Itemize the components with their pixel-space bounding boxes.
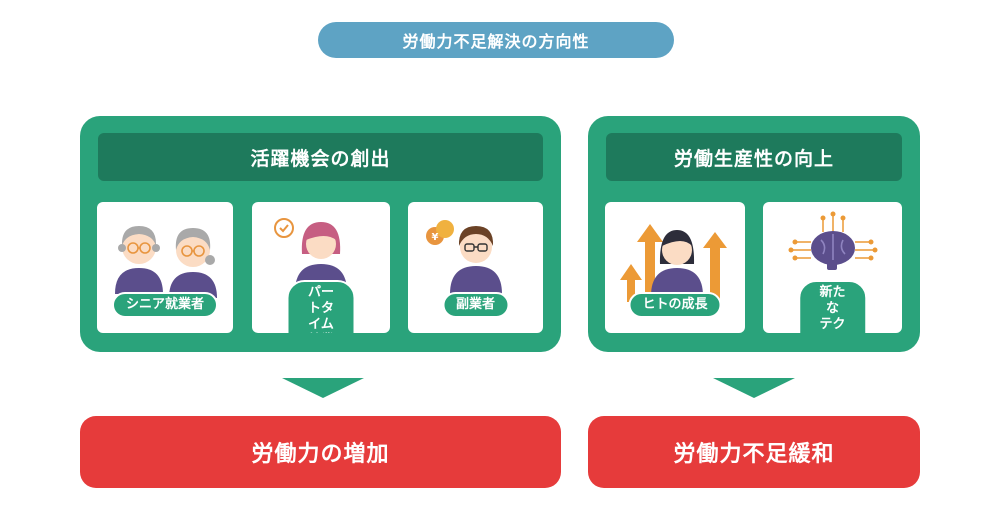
- right-down-arrow-icon: [713, 378, 795, 398]
- left-down-arrow-icon: [282, 378, 364, 398]
- side-job-workers-label: 副業者: [441, 292, 510, 318]
- human-growth-card: ヒトの成長: [605, 202, 745, 333]
- labor-force-increase-box: 労働力の増加: [80, 416, 561, 488]
- new-technology-label: 新たな テクノロジー: [797, 280, 868, 333]
- opportunity-creation-header: 活躍機会の創出: [98, 133, 543, 181]
- side-job-worker-icon: ¥: [426, 220, 502, 294]
- part-time-workers-label: パートタイム 就業者: [286, 280, 356, 333]
- productivity-header: 労働生産性の向上: [606, 133, 902, 181]
- side-job-workers-card: ¥ 副業者: [408, 202, 543, 333]
- diagram-title: 労働力不足解決の方向性: [318, 22, 674, 58]
- opportunity-creation-panel: 活躍機会の創出 シニア就業者: [80, 116, 561, 352]
- senior-workers-card: シニア就業者: [97, 202, 233, 333]
- human-growth-label: ヒトの成長: [628, 292, 722, 318]
- ai-brain-icon: [788, 211, 878, 270]
- senior-couple-icon: [115, 226, 217, 298]
- productivity-panel: 労働生産性の向上 ヒトの成長: [588, 116, 920, 352]
- part-time-workers-card: パートタイム 就業者: [252, 202, 390, 333]
- senior-workers-label: シニア就業者: [111, 292, 219, 318]
- growth-person-icon: [620, 224, 727, 302]
- labor-shortage-relief-box: 労働力不足緩和: [588, 416, 920, 488]
- svg-text:¥: ¥: [432, 232, 439, 243]
- new-technology-card: 新たな テクノロジー: [763, 202, 902, 333]
